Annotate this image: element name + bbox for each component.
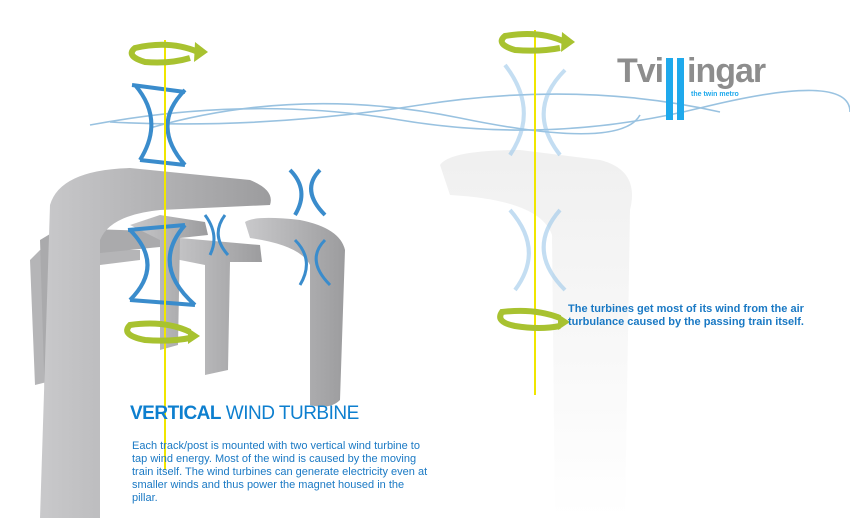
wind-turbines bbox=[127, 83, 332, 307]
heading-light: WIND TURBINE bbox=[225, 403, 359, 424]
pillars bbox=[30, 168, 345, 518]
logo-bar bbox=[677, 58, 684, 120]
ghost-pillar bbox=[440, 150, 632, 518]
logo-tagline: the twin metro bbox=[691, 91, 739, 98]
ghost-turbines bbox=[503, 63, 567, 292]
logo-text-end: ingar bbox=[687, 52, 766, 90]
wind-streams bbox=[89, 89, 850, 135]
turbulence-note: The turbines get most of its wind from t… bbox=[568, 303, 804, 328]
logo-text-start: Tvi bbox=[617, 52, 664, 90]
rotation-arrow-icons bbox=[124, 31, 567, 344]
logo-bar bbox=[666, 58, 673, 120]
heading-bold: VERTICAL bbox=[130, 403, 222, 424]
tvillingar-logo: Tvi ingar the twin metro bbox=[617, 50, 777, 122]
description-text: Each track/post is mounted with two vert… bbox=[132, 440, 428, 504]
section-heading: VERTICAL WIND TURBINE bbox=[130, 403, 359, 425]
